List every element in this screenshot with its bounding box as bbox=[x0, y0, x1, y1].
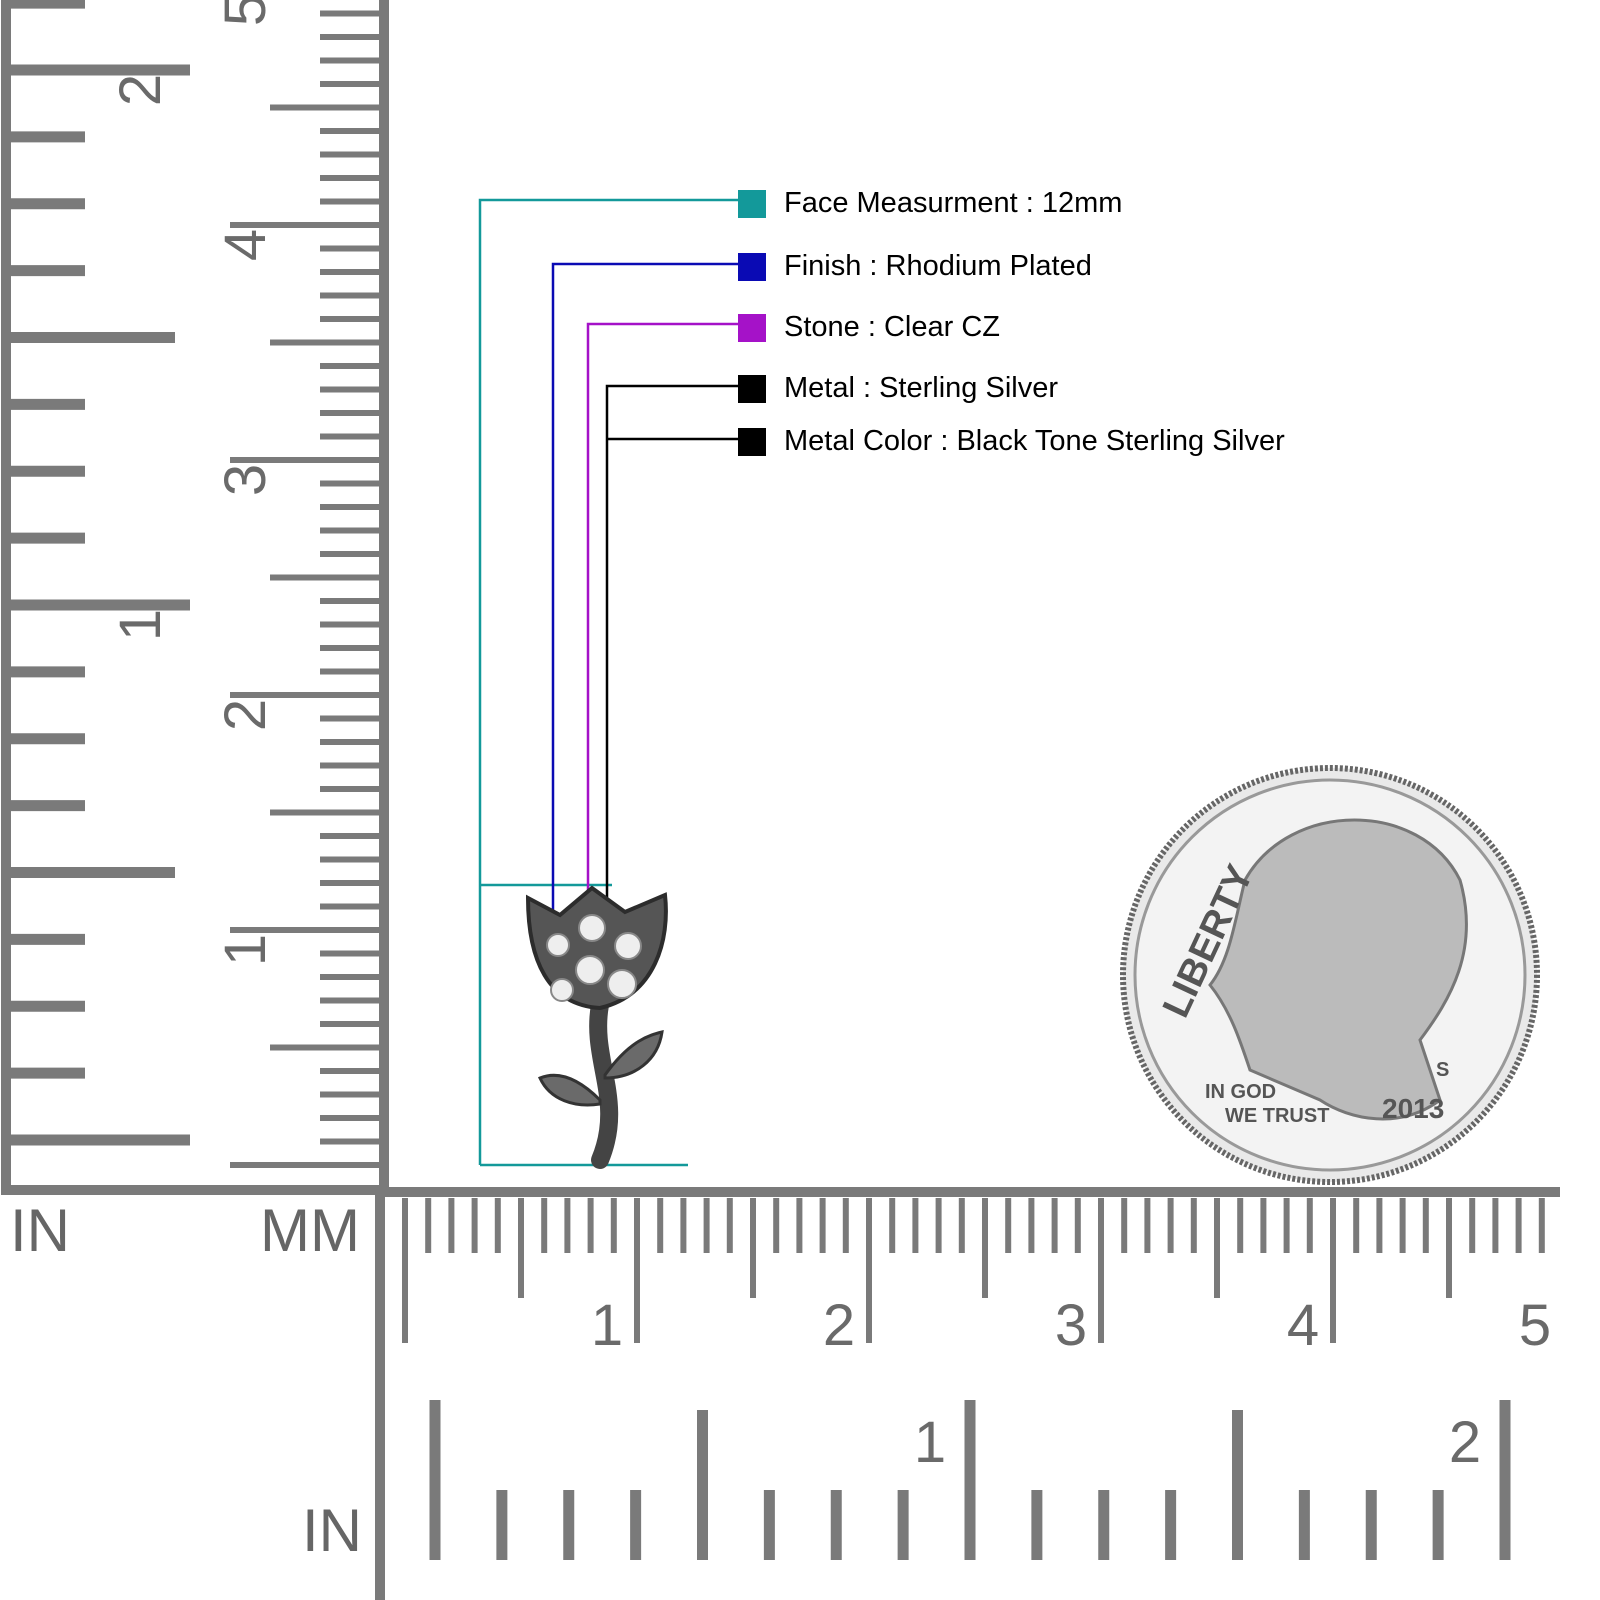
spec-face-measurement: Face Measurment : 12mm bbox=[738, 187, 1122, 220]
left-cm-label: 2 bbox=[213, 699, 278, 731]
coin-year: 2013 bbox=[1382, 1093, 1444, 1124]
finish-swatch bbox=[738, 252, 766, 281]
spec-metal: Metal : Sterling Silver bbox=[738, 372, 1058, 405]
left-cm-label: 4 bbox=[213, 229, 278, 261]
bottom-ruler-frame bbox=[375, 1187, 1560, 1600]
coin-mint-mark: S bbox=[1436, 1059, 1449, 1081]
coin-motto-1: IN GOD bbox=[1205, 1081, 1276, 1103]
spec-metal-color: Metal Color : Black Tone Sterling Silver bbox=[738, 425, 1285, 458]
dime-coin: LIBERTY IN GOD WE TRUST 2013 S bbox=[1120, 765, 1540, 1185]
left-inch-label: 1 bbox=[108, 609, 173, 641]
metal-color-swatch bbox=[738, 427, 766, 456]
left-ruler-frame bbox=[1, 0, 389, 1195]
left-cm-label: 1 bbox=[213, 934, 278, 966]
coin-motto-2: WE TRUST bbox=[1225, 1105, 1329, 1127]
unit-label-mm: MM bbox=[260, 1197, 360, 1264]
unit-label-in-bottom: IN bbox=[302, 1497, 362, 1564]
metal-leader-line bbox=[605, 384, 738, 950]
finish-leader-line bbox=[551, 262, 738, 975]
bottom-inch-label: 1 bbox=[914, 1410, 946, 1475]
metal-swatch bbox=[738, 374, 766, 403]
left-cm-label: 5 bbox=[213, 0, 278, 26]
left-inch-label: 2 bbox=[108, 74, 173, 106]
bottom-cm-label: 4 bbox=[1287, 1293, 1319, 1358]
bottom-cm-label: 3 bbox=[1055, 1293, 1087, 1358]
left-cm-label: 3 bbox=[213, 464, 278, 496]
tulip-earring-image bbox=[525, 885, 668, 1169]
stone-swatch bbox=[738, 313, 766, 342]
spec-finish: Finish : Rhodium Plated bbox=[738, 250, 1092, 283]
bottom-cm-label: 1 bbox=[591, 1293, 623, 1358]
bottom-cm-label: 5 bbox=[1519, 1293, 1551, 1358]
unit-label-in-left: IN bbox=[10, 1197, 70, 1264]
stone-leader-line bbox=[586, 322, 738, 965]
measurement-lines bbox=[478, 198, 738, 1167]
spec-stone: Stone : Clear CZ bbox=[738, 311, 1000, 344]
face-measurement-line bbox=[478, 198, 738, 1167]
face-swatch bbox=[738, 189, 766, 218]
bottom-inch-label: 2 bbox=[1449, 1410, 1481, 1475]
bottom-cm-label: 2 bbox=[823, 1293, 855, 1358]
